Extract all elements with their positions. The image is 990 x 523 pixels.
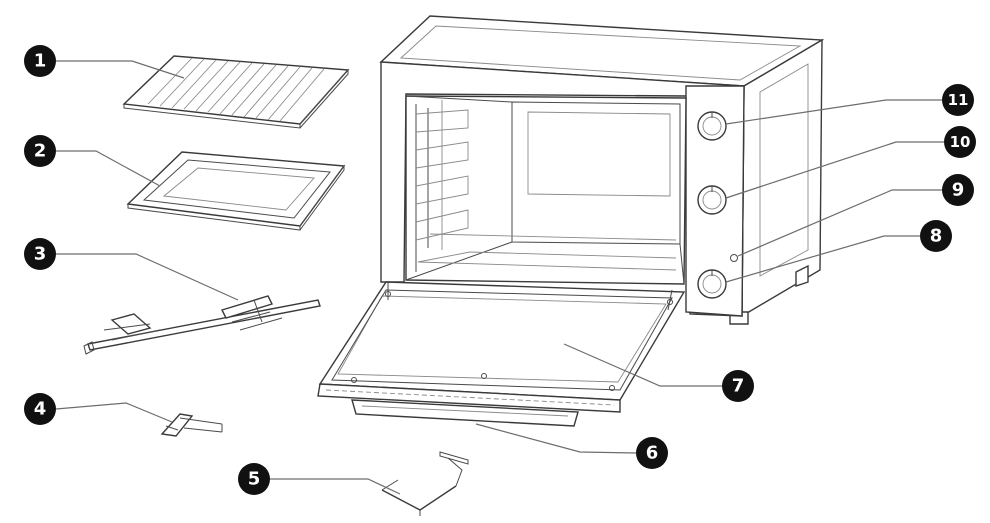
- rotisserie-handle: [381, 451, 469, 516]
- rotisserie-spit: [83, 295, 321, 355]
- callout-4-label: 4: [34, 399, 47, 420]
- callout-8: 8: [920, 220, 952, 252]
- callout-6: 6: [636, 437, 668, 469]
- callout-3-label: 3: [34, 244, 47, 265]
- callout-11-label: 11: [948, 91, 969, 109]
- callout-6-label: 6: [646, 443, 659, 464]
- callout-2: 2: [24, 135, 56, 167]
- callout-7-label: 7: [732, 376, 745, 397]
- tray-handle: [160, 413, 223, 437]
- callout-3: 3: [24, 238, 56, 270]
- leader-lines: [55, 60, 944, 495]
- callout-10: 10: [944, 126, 976, 158]
- callout-9-label: 9: [952, 180, 965, 201]
- door-handle: [351, 399, 579, 427]
- wire-rack: [122, 55, 350, 129]
- callout-1-label: 1: [34, 51, 47, 72]
- callout-1: 1: [24, 45, 56, 77]
- oven-body: [379, 15, 825, 325]
- callout-9: 9: [942, 174, 974, 206]
- oven-door: [317, 281, 686, 413]
- callout-5: 5: [238, 463, 270, 495]
- callout-11: 11: [942, 84, 974, 116]
- callout-10-label: 10: [950, 133, 971, 151]
- callout-5-label: 5: [248, 469, 261, 490]
- callout-8-label: 8: [930, 226, 943, 247]
- callout-4: 4: [24, 393, 56, 425]
- callout-7: 7: [722, 370, 754, 402]
- callout-2-label: 2: [34, 141, 47, 162]
- baking-tray: [126, 151, 346, 231]
